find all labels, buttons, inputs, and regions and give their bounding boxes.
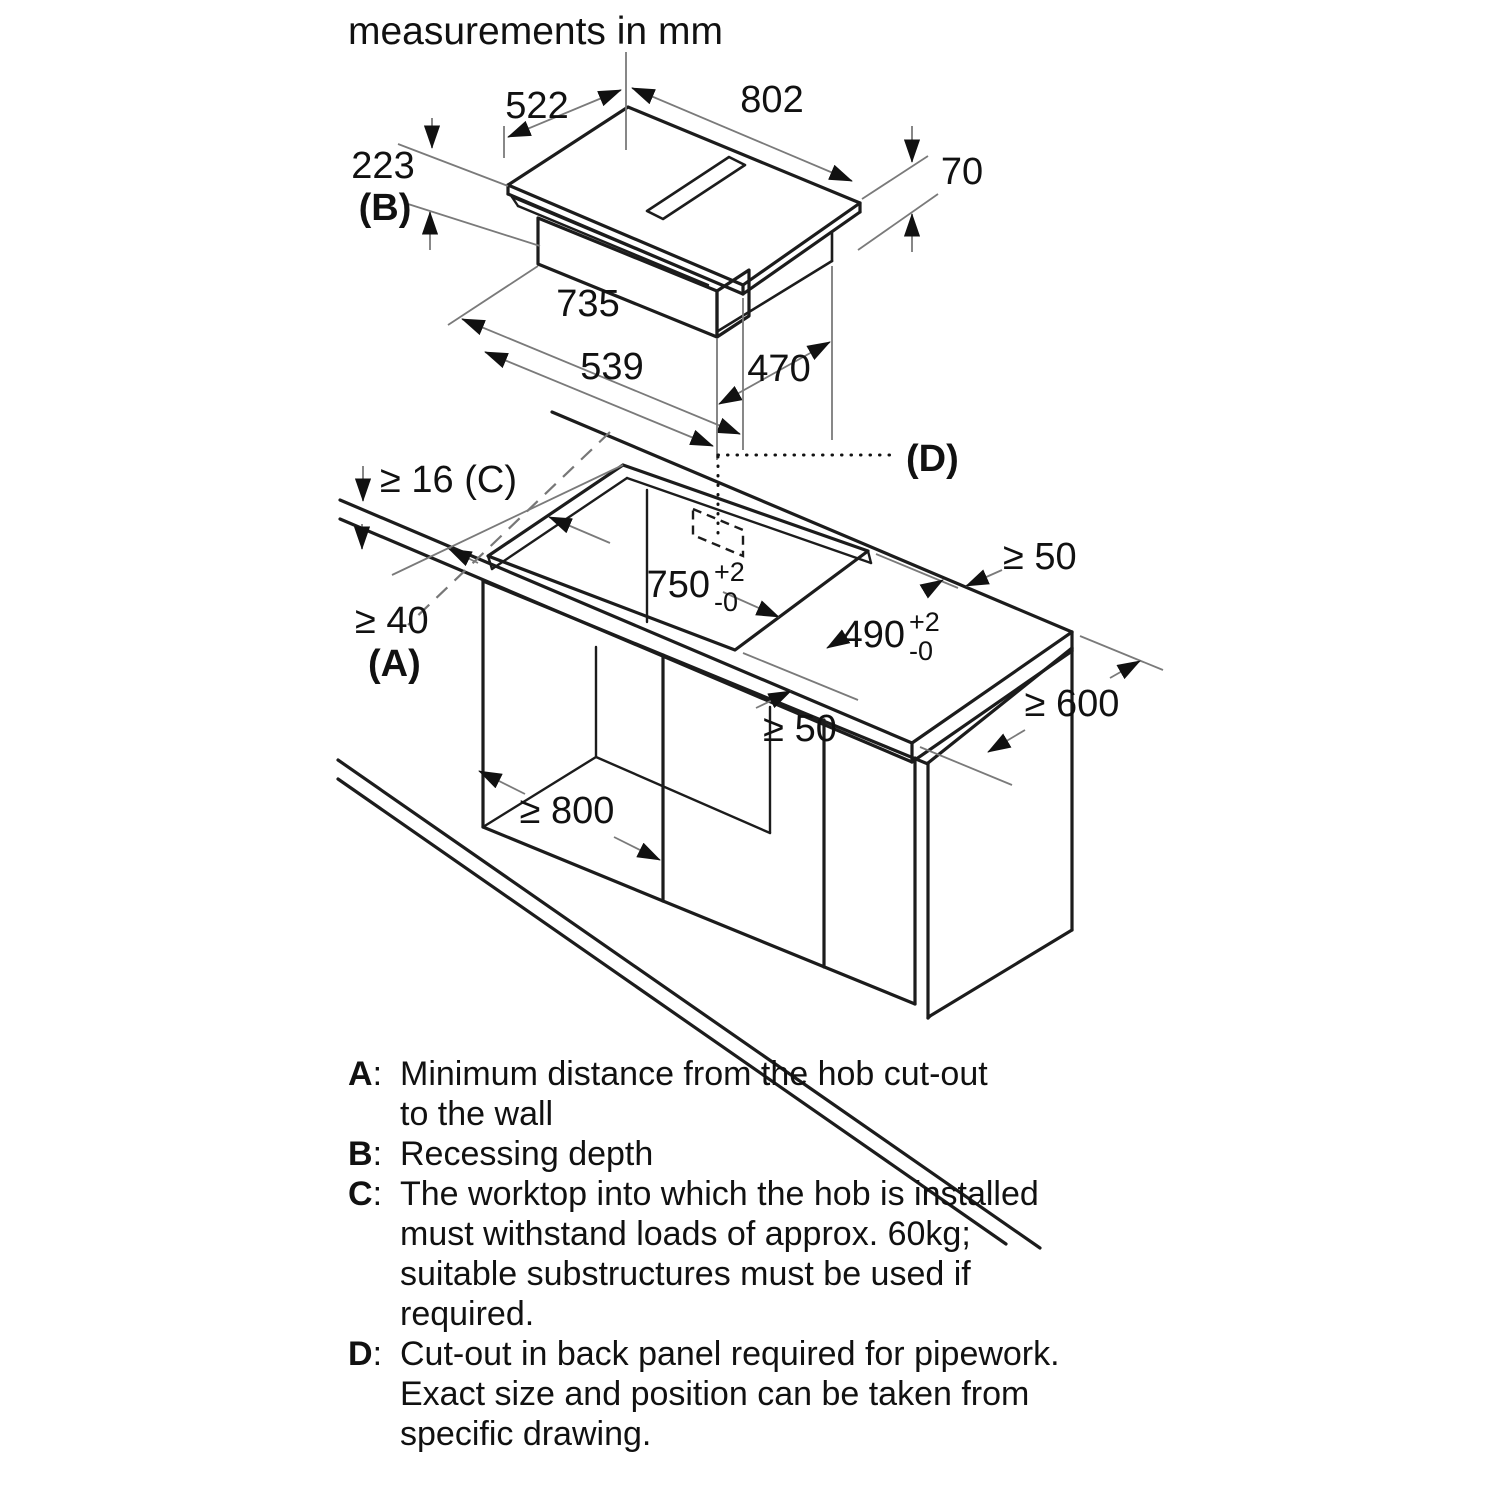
dim-line-800a [478,770,526,795]
dim-line-490a [826,629,851,649]
hob-dimension-lines [397,52,939,460]
legend-line: Minimum distance from the hob cut-out [400,1055,988,1093]
legend-key-D: D [348,1335,373,1373]
dim-B-key: (B) [359,187,412,229]
legend-sep: : [372,1335,383,1373]
dim-750-label: 750 [647,564,710,606]
dim-70-label: 70 [941,151,983,193]
floor-lines [336,758,1042,1250]
dim-line-470 [718,341,831,405]
dim-490-label: 490 [842,614,905,656]
page-title: measurements in mm [348,10,723,53]
dim-back-clearance-label: ≥ 50 [1003,536,1077,578]
duct-box-side [715,268,751,339]
cabinet-interior [481,645,772,835]
dim-223-label: 223 [351,145,414,187]
dim-front-clearance-label: ≥ 50 [763,708,837,750]
install-dimension-lines [353,464,1164,861]
dim-490-plus: +2 [909,607,940,637]
dim-470-label: 470 [747,348,810,390]
dim-wall-label: ≥ 40 [355,600,429,642]
hob-top-surface [506,105,862,287]
dim-line-750b [722,591,780,618]
legend-item-B: B: Recessing depth [348,1134,1138,1174]
dim-490-minus: -0 [909,636,933,666]
hob-rim [510,195,710,287]
legend-item-D: D: Cut-out in back panel required for pi… [348,1334,1138,1454]
dim-D-key: (D) [906,438,959,480]
dim-750-minus: -0 [714,587,738,617]
dim-front-clearance-arrow [755,690,792,709]
dim-line-490b [919,579,944,599]
legend-line: must withstand loads of approx. 60kg; [400,1215,971,1253]
dim-line-600b [1109,660,1141,680]
legend: A: Minimum distance from the hob cut-out… [348,1054,1138,1454]
pipework-leader [716,453,895,535]
worktop-cabinet-view [336,410,1074,1250]
dim-735-label: 735 [556,283,619,325]
dim-600-label: ≥ 600 [1025,683,1120,725]
legend-line: specific drawing. [400,1415,652,1453]
dim-750-plus: +2 [714,557,745,587]
legend-line: Cut-out in back panel required for pipew… [400,1335,1060,1373]
dim-line-600a [987,729,1026,753]
legend-item-A: A: Minimum distance from the hob cut-out… [348,1054,1138,1134]
dim-line-539 [484,351,714,447]
cabinet [336,579,1074,1250]
legend-sep: : [372,1135,383,1173]
dim-line-522 [507,89,622,138]
dim-522-label: 522 [505,85,568,127]
legend-line: The worktop into which the hob is instal… [400,1175,1039,1213]
dim-wall-arrow [448,548,479,567]
pipework-cutout [691,507,745,558]
dim-line-800b [613,836,661,861]
legend-key-A: A [348,1055,373,1093]
dim-thickness-label: ≥ 16 (C) [380,459,517,501]
legend-line: required. [400,1295,535,1333]
dim-back-clearance-arrow [965,569,1003,587]
dim-line-802 [631,87,853,182]
dim-800-label: ≥ 800 [520,790,615,832]
dim-539-label: 539 [580,346,643,388]
legend-line: Exact size and position can be taken fro… [400,1375,1030,1413]
vent-slot [645,155,747,221]
legend-key-C: C [348,1175,373,1213]
legend-sep: : [372,1055,383,1093]
legend-line: suitable substructures must be used if [400,1255,971,1293]
legend-key-B: B [348,1135,373,1173]
legend-line: to the wall [400,1095,554,1133]
dim-802-label: 802 [740,79,803,121]
dim-line-750a [548,516,611,544]
legend-line: Recessing depth [400,1135,654,1173]
wall-line [407,431,611,626]
dim-A-key: (A) [368,643,421,685]
legend-item-C: C: The worktop into which the hob is ins… [348,1174,1138,1334]
legend-sep: : [372,1175,383,1213]
